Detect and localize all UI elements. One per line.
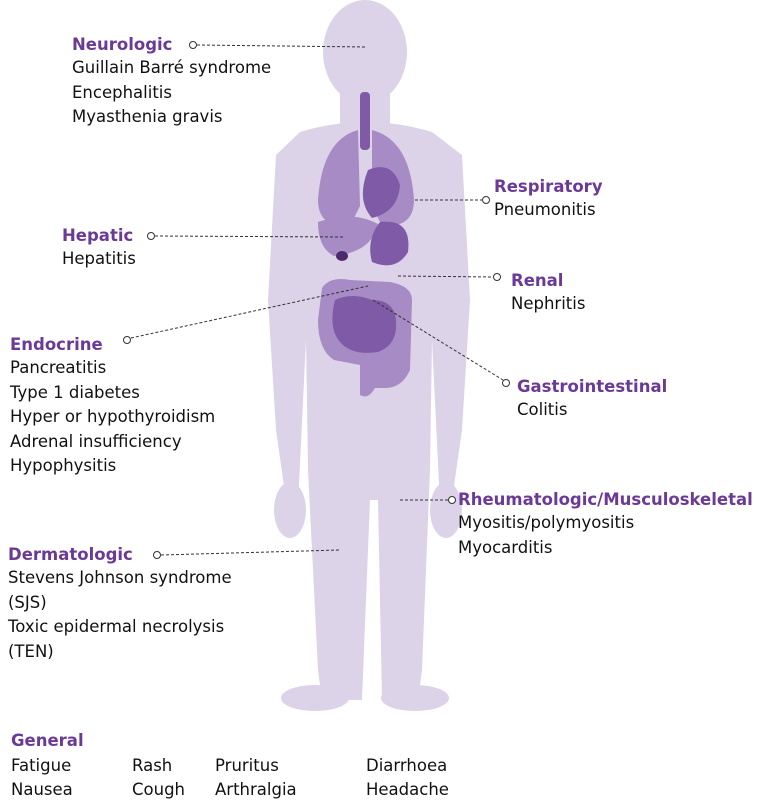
- dermatologic-title: Dermatologic: [8, 544, 232, 566]
- endocrine-item: Hypophysitis: [10, 454, 215, 479]
- stomach: [370, 222, 408, 266]
- respiratory-title: Respiratory: [494, 176, 603, 198]
- rheumatologic-group: Rheumatologic/Musculoskeletal Myositis/p…: [458, 489, 753, 560]
- respiratory-item: Pneumonitis: [494, 198, 603, 223]
- endocrine-item: Pancreatitis: [10, 356, 215, 381]
- dermatologic-item: Stevens Johnson syndrome: [8, 566, 232, 591]
- rheumatologic-item: Myositis/polymyositis: [458, 511, 753, 536]
- neurologic-group: Neurologic Guillain Barré syndrome Encep…: [72, 34, 271, 130]
- neurologic-item: Encephalitis: [72, 81, 271, 106]
- general-item: Nausea: [11, 778, 73, 802]
- gastrointestinal-title: Gastrointestinal: [517, 376, 667, 398]
- endocrine-title: Endocrine: [10, 334, 215, 356]
- general-item: Diarrhoea: [366, 754, 449, 778]
- renal-item: Nephritis: [511, 292, 585, 317]
- general-column: Fatigue Nausea: [11, 754, 73, 802]
- general-item: Fatigue: [11, 754, 73, 778]
- dermatologic-item: Toxic epidermal necrolysis: [8, 615, 232, 640]
- gastrointestinal-marker: [503, 380, 510, 387]
- respiratory-group: Respiratory Pneumonitis: [494, 176, 603, 223]
- renal-group: Renal Nephritis: [511, 270, 585, 317]
- renal-marker: [494, 274, 501, 281]
- rheumatologic-title: Rheumatologic/Musculoskeletal: [458, 489, 753, 511]
- endocrine-item: Hyper or hypothyroidism: [10, 405, 215, 430]
- dermatologic-item: (TEN): [8, 640, 232, 665]
- hepatic-item: Hepatitis: [62, 247, 136, 272]
- endocrine-item: Type 1 diabetes: [10, 381, 215, 406]
- rheumatologic-marker: [449, 497, 456, 504]
- general-item: Pruritus: [215, 754, 297, 778]
- general-item: Arthralgia: [215, 778, 297, 802]
- hepatic-marker: [148, 233, 155, 240]
- general-item: Rash: [132, 754, 185, 778]
- renal-title: Renal: [511, 270, 585, 292]
- neurologic-item: Myasthenia gravis: [72, 105, 271, 130]
- neurologic-title: Neurologic: [72, 34, 271, 56]
- gallbladder: [336, 251, 348, 261]
- hepatic-group: Hepatic Hepatitis: [62, 225, 136, 272]
- general-column: Pruritus Arthralgia: [215, 754, 297, 802]
- gastrointestinal-item: Colitis: [517, 398, 667, 423]
- endocrine-item: Adrenal insufficiency: [10, 430, 215, 455]
- trachea: [360, 92, 370, 150]
- gastrointestinal-group: Gastrointestinal Colitis: [517, 376, 667, 423]
- general-column: Diarrhoea Headache: [366, 754, 449, 802]
- general-item: Cough: [132, 778, 185, 802]
- general-item: Headache: [366, 778, 449, 802]
- dermatologic-item: (SJS): [8, 591, 232, 616]
- general-title: General: [11, 730, 84, 752]
- respiratory-marker: [483, 197, 490, 204]
- general-column: Rash Cough: [132, 754, 185, 802]
- dermatologic-group: Dermatologic Stevens Johnson syndrome (S…: [8, 544, 232, 664]
- hepatic-title: Hepatic: [62, 225, 136, 247]
- rheumatologic-item: Myocarditis: [458, 536, 753, 561]
- neurologic-item: Guillain Barré syndrome: [72, 56, 271, 81]
- endocrine-group: Endocrine Pancreatitis Type 1 diabetes H…: [10, 334, 215, 479]
